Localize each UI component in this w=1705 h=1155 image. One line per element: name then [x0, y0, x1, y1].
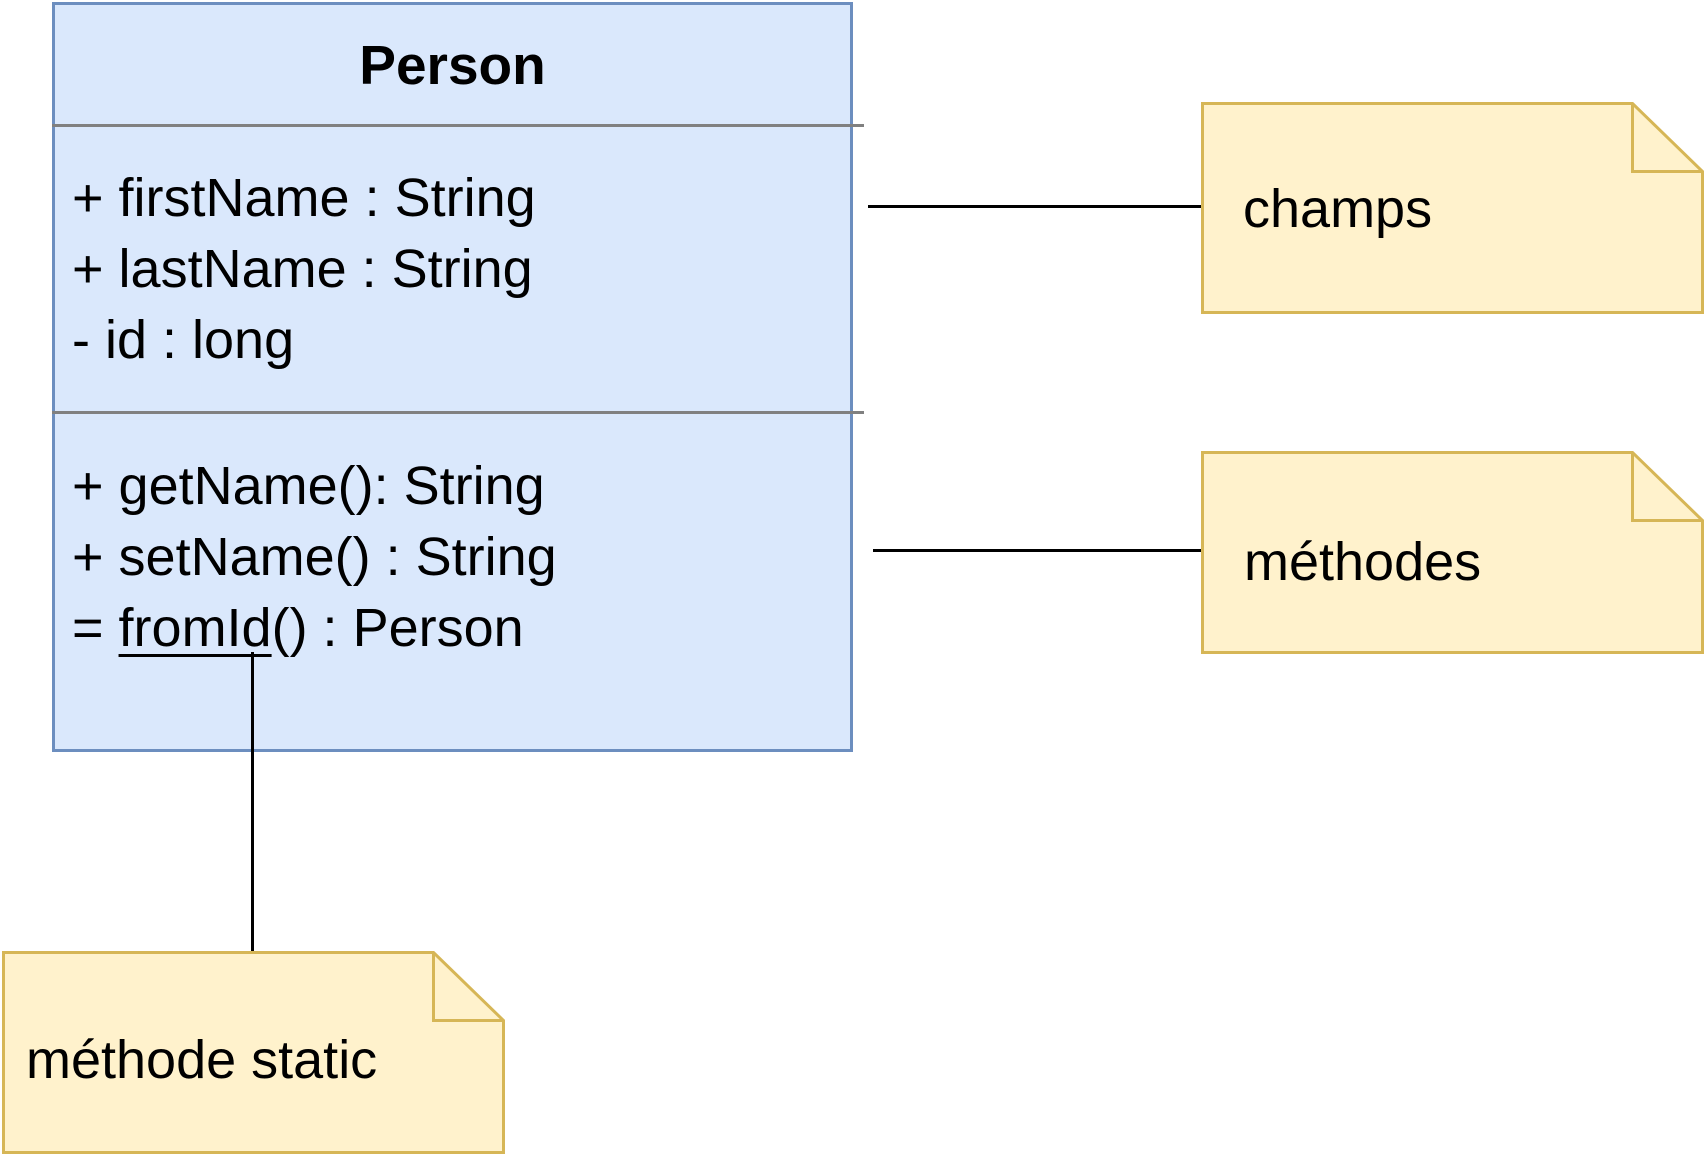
person-class-box[interactable]: Person + firstName : String + lastName :…: [52, 2, 864, 752]
class-name: Person: [359, 34, 546, 96]
method-from-id-suffix: () : Person: [271, 598, 524, 658]
fields-compartment: + firstName : String + lastName : String…: [72, 163, 536, 376]
method-from-id-static-name: fromId: [118, 598, 272, 658]
field-id: - id : long: [72, 310, 295, 370]
connector-methods-note: [873, 549, 1201, 552]
method-set-name: + setName() : String: [72, 527, 557, 587]
note-methods-text: méthodes: [1244, 532, 1482, 592]
connector-static-note: [251, 652, 254, 952]
note-fields-shape: [1201, 102, 1704, 314]
connector-fields-note: [868, 205, 1201, 208]
note-methods-shape: [1201, 451, 1704, 654]
field-last-name: + lastName : String: [72, 239, 533, 299]
method-from-id: = fromId() : Person: [72, 593, 557, 664]
note-fields-text: champs: [1243, 179, 1433, 239]
method-get-name: + getName(): String: [72, 456, 545, 516]
note-static-method-shape: [2, 951, 505, 1154]
fields-divider: [52, 411, 864, 414]
note-static-method[interactable]: méthode static: [2, 951, 505, 1154]
note-static-method-text: méthode static: [26, 1030, 378, 1090]
field-first-name: + firstName : String: [72, 168, 536, 228]
methods-compartment: + getName(): String + setName() : String…: [72, 451, 557, 664]
note-methods[interactable]: méthodes: [1201, 451, 1704, 654]
note-fields[interactable]: champs: [1201, 102, 1704, 314]
method-from-id-prefix: =: [72, 598, 119, 658]
class-name-divider: [52, 124, 864, 127]
